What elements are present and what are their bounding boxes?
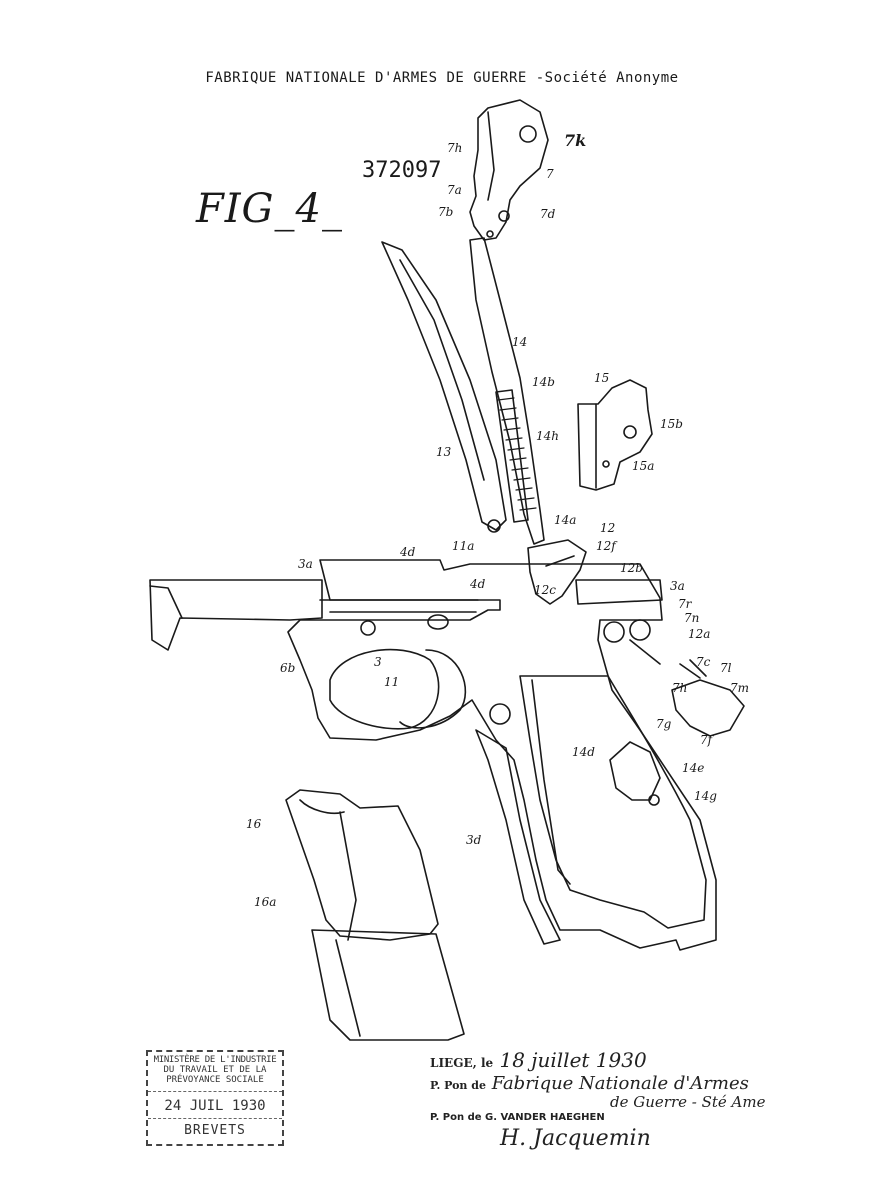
- label-7h: 7h: [447, 141, 463, 155]
- hammer-part-7: [469, 99, 549, 241]
- patent-number: 372097: [362, 158, 442, 183]
- figure-label: FIG_4_: [196, 186, 343, 232]
- label-7c: 7c: [696, 655, 711, 669]
- ministry-stamp: MINISTÈRE DE L'INDUSTRIE DU TRAVAIL ET D…: [146, 1050, 284, 1146]
- label-14e: 14e: [682, 761, 705, 775]
- label-12f: 12f: [596, 539, 616, 553]
- label-15b: 15b: [660, 417, 683, 431]
- mainspring-guide-part-14: [469, 237, 545, 545]
- stamp-line-ministry: MINISTÈRE DE L'INDUSTRIE: [153, 1055, 277, 1065]
- stamp-brevets: BREVETS: [184, 1123, 246, 1138]
- label-15: 15: [594, 371, 610, 385]
- signature-company: Fabrique Nationale d'Armes: [491, 1073, 749, 1094]
- label-7f: 7f: [700, 733, 713, 747]
- stamp-line-prevoyance: PRÉVOYANCE SOCIALE: [166, 1075, 264, 1085]
- signature-date: 18 juillet 1930: [499, 1048, 647, 1072]
- label-15a: 15a: [632, 459, 655, 473]
- label-14: 14: [512, 335, 528, 349]
- signature-company-line: P. Pon de Fabrique Nationale d'Armes: [430, 1073, 749, 1094]
- label-14b: 14b: [532, 375, 555, 389]
- label-11a: 11a: [452, 539, 475, 553]
- spring-leaf-part-13: [381, 241, 507, 533]
- label-7n: 7n: [684, 611, 700, 625]
- magazine-part-16: [285, 789, 465, 1041]
- label-3a-left: 3a: [298, 557, 313, 571]
- signature-place-date: LIEGE, le 18 juillet 1930: [430, 1048, 647, 1072]
- stamp-date: 24 JUIL 1930: [148, 1091, 282, 1119]
- frame-part-3: [149, 559, 717, 951]
- signature-place: LIEGE, le: [430, 1056, 494, 1070]
- label-3d: 3d: [466, 833, 482, 847]
- label-7: 7: [546, 167, 554, 181]
- label-12: 12: [600, 521, 616, 535]
- label-12c: 12c: [534, 583, 556, 597]
- label-14a: 14a: [554, 513, 577, 527]
- label-4d: 4d: [400, 545, 416, 559]
- document-header: FABRIQUE NATIONALE D'ARMES DE GUERRE -So…: [205, 70, 679, 86]
- label-3: 3: [374, 655, 382, 669]
- label-12a: 12a: [688, 627, 711, 641]
- label-6b: 6b: [280, 661, 296, 675]
- label-7r: 7r: [678, 597, 692, 611]
- label-7b: 7b: [438, 205, 454, 219]
- stamp-line-travail: DU TRAVAIL ET DE LA: [163, 1065, 267, 1075]
- signature-company-line2: de Guerre - Sté Ame: [610, 1093, 766, 1111]
- label-11: 11: [384, 675, 400, 689]
- label-7l: 7l: [720, 661, 732, 675]
- label-7k: 7k: [564, 131, 587, 150]
- label-4d-second: 4d: [470, 577, 486, 591]
- label-13: 13: [436, 445, 452, 459]
- label-14g: 14g: [694, 789, 717, 803]
- label-7h-second: 7h: [672, 681, 688, 695]
- signature-ppon: P. Pon de: [430, 1079, 486, 1092]
- label-16: 16: [246, 817, 262, 831]
- label-14d: 14d: [572, 745, 595, 759]
- plate-part-15: [577, 379, 653, 491]
- label-3a-right: 3a: [670, 579, 685, 593]
- safety-parts-7: [629, 639, 745, 737]
- label-7a: 7a: [447, 183, 462, 197]
- label-7g: 7g: [656, 717, 672, 731]
- signature-agent: P. Pon de G. VANDER HAEGHEN: [430, 1112, 605, 1123]
- label-7d: 7d: [540, 207, 556, 221]
- label-12b: 12b: [620, 561, 643, 575]
- label-14h: 14h: [536, 429, 559, 443]
- label-7m: 7m: [730, 681, 750, 695]
- signature-signer: H. Jacquemin: [500, 1126, 651, 1151]
- label-16a: 16a: [254, 895, 277, 909]
